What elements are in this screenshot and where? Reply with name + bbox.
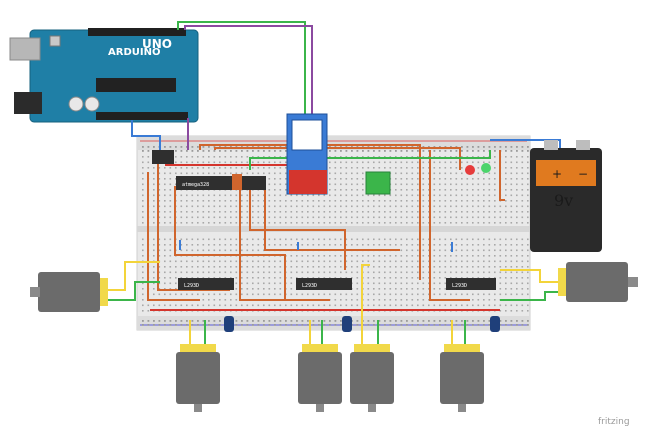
wire-orange: [499, 150, 505, 201]
l293d-label-left: L293D: [184, 283, 199, 289]
breadboard: [136, 135, 531, 331]
motor-right: [558, 262, 638, 302]
wire-purple: [184, 25, 313, 120]
l293d-label-right: L293D: [452, 283, 467, 289]
battery-plus: +: [552, 167, 562, 181]
wire-green: [249, 150, 491, 170]
crystal: [232, 174, 242, 190]
battery-voltage: 9v: [554, 191, 573, 210]
capacitor-center: [342, 316, 352, 332]
wire-green: [177, 21, 306, 120]
l293d-chip-center: [296, 278, 352, 290]
wire-yellow: [500, 269, 560, 283]
l293d-chip-right: [446, 278, 496, 290]
atmega-chip: [176, 176, 266, 190]
arduino-uno-board: ARDUINO UNO: [9, 28, 199, 123]
wire-orange: [429, 150, 470, 301]
green-module: [365, 171, 391, 195]
power-jack: [14, 92, 42, 114]
components: atmega328 L293D L293D L293D: [152, 113, 500, 332]
analog-header: [96, 112, 188, 120]
rf-module-base: [289, 170, 327, 194]
capacitor: [84, 96, 100, 112]
breadboard-holes: [142, 146, 529, 326]
led-red: [465, 165, 475, 175]
wire-green: [100, 281, 160, 301]
capacitor-right: [490, 316, 500, 332]
wire-yellow: [100, 261, 160, 291]
led-green: [481, 163, 491, 173]
motor-bottom-2: [298, 344, 342, 412]
fritzing-watermark: fritzing: [598, 417, 630, 427]
l293d-chip-left: [178, 278, 234, 290]
motor-left: [30, 272, 108, 312]
motor-bottom-1: [176, 344, 220, 412]
digital-header: [88, 28, 186, 36]
wire-blue: [490, 139, 561, 150]
arduino-mcu-chip: [96, 78, 176, 92]
battery-label-strip: [536, 160, 596, 186]
reset-button: [49, 35, 61, 47]
usb-connector: [9, 37, 41, 61]
motor-bottom-4: [440, 344, 484, 412]
motors: [30, 262, 638, 412]
wire-green: [500, 291, 560, 301]
battery-minus: −: [578, 167, 588, 181]
battery-9v: + − 9v: [530, 140, 602, 252]
wire-yellow: [361, 264, 370, 345]
wire-orange: [174, 186, 286, 300]
wire-orange: [239, 190, 330, 301]
wire-orange: [264, 190, 400, 251]
l293d-label-center: L293D: [302, 283, 317, 289]
arduino-brand-label: ARDUINO: [108, 47, 160, 58]
atmega-chip-label: atmega328: [182, 182, 209, 188]
wire-orange: [147, 172, 200, 301]
capacitor-left: [224, 316, 234, 332]
motor-bottom-3: [350, 344, 394, 412]
capacitor: [68, 96, 84, 112]
wire-blue: [131, 120, 161, 150]
voltage-regulator: [152, 150, 174, 164]
arduino-board-label: UNO: [142, 37, 172, 51]
